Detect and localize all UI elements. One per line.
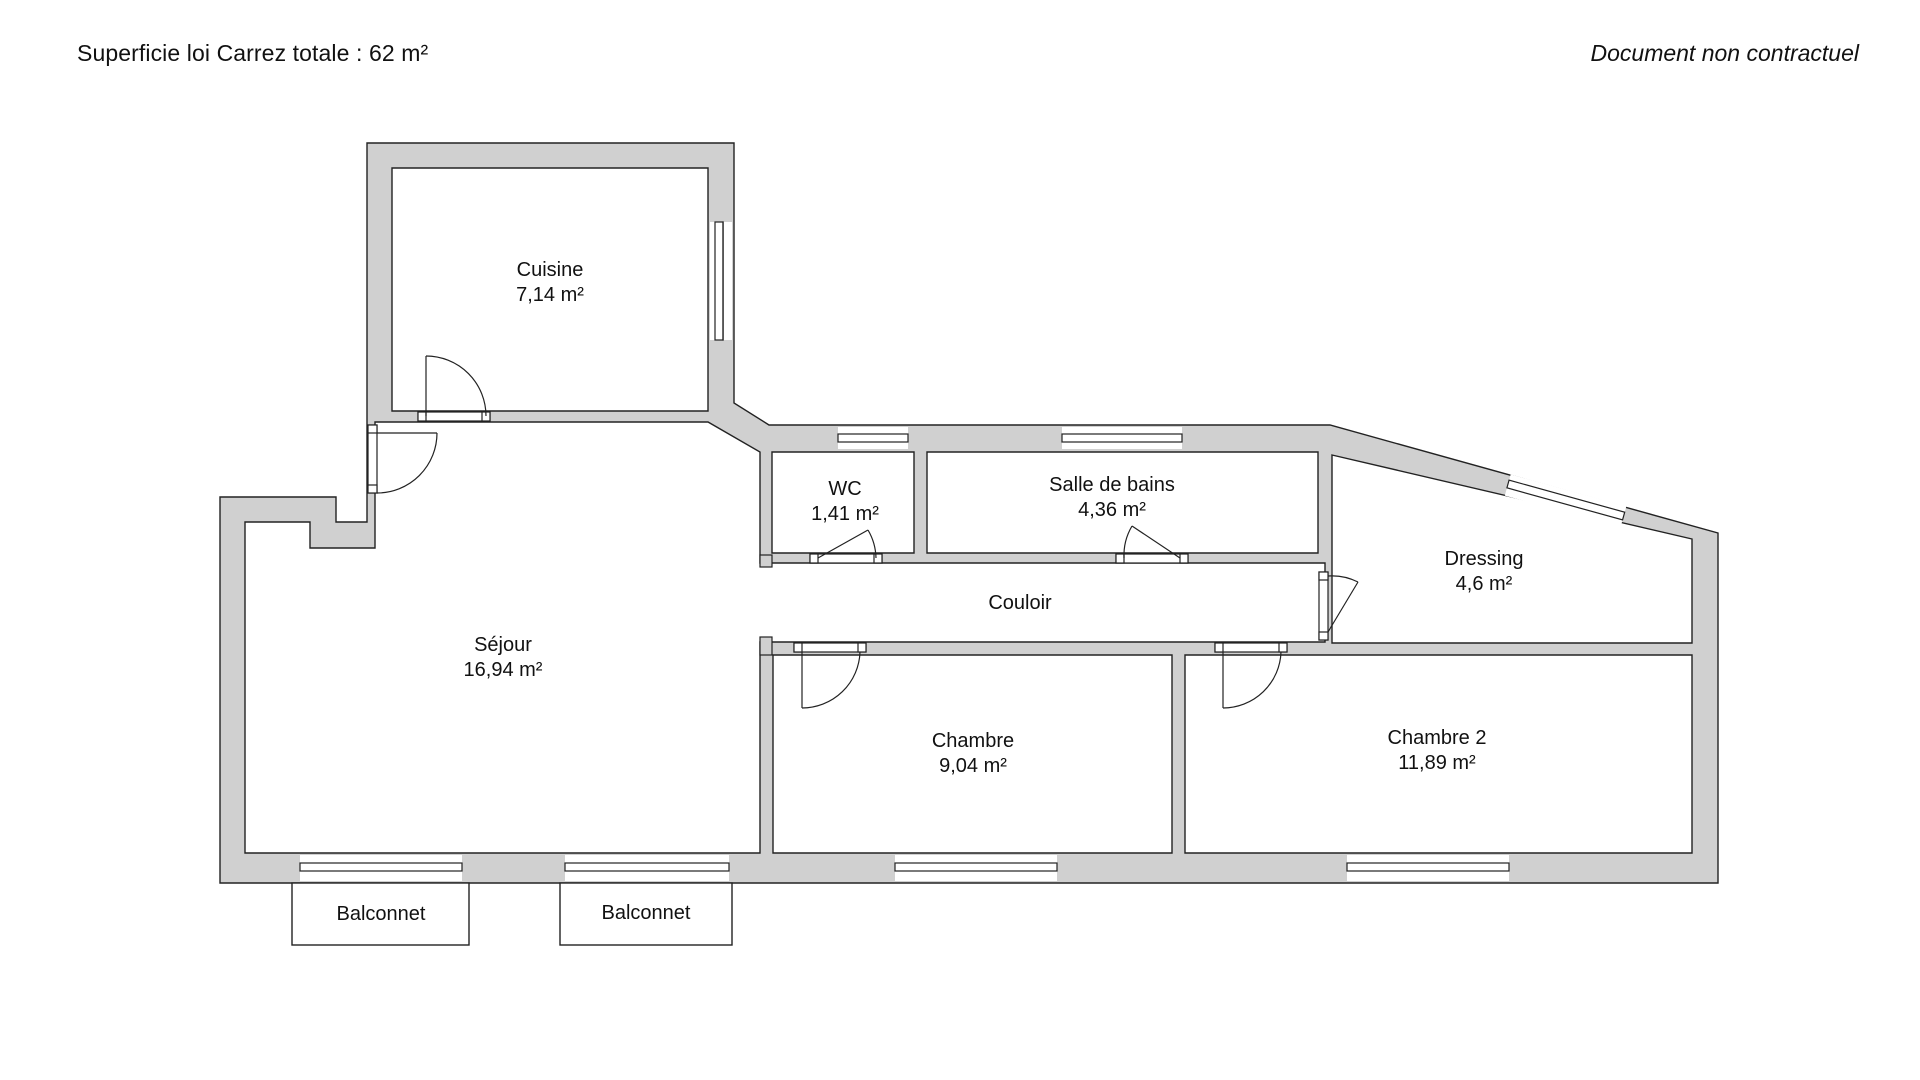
balconnet-label-1: Balconnet xyxy=(337,903,426,925)
doors xyxy=(367,355,1359,709)
room-name-wc: WC xyxy=(828,478,861,500)
room-name-couloir: Couloir xyxy=(988,592,1052,614)
total-area-label: Superficie loi Carrez totale : 62 m² xyxy=(77,40,429,66)
room-name-dressing: Dressing xyxy=(1445,548,1524,570)
balconnet-label-2: Balconnet xyxy=(602,902,691,924)
room-area-salle-de-bains: 4,36 m² xyxy=(1078,499,1146,521)
room-area-sejour: 16,94 m² xyxy=(464,659,543,681)
room-area-chambre: 9,04 m² xyxy=(939,755,1007,777)
room-name-chambre: Chambre xyxy=(932,730,1014,752)
room-name-sejour: Séjour xyxy=(474,634,532,656)
room-name-salle-de-bains: Salle de bains xyxy=(1049,474,1175,496)
room-area-dressing: 4,6 m² xyxy=(1456,573,1513,595)
room-area-cuisine: 7,14 m² xyxy=(516,284,584,306)
room-name-chambre-2: Chambre 2 xyxy=(1388,727,1487,749)
walls xyxy=(219,142,1719,884)
corridor-wall-stubs xyxy=(759,554,773,656)
windows xyxy=(299,221,1627,881)
balconnets xyxy=(291,882,733,946)
room-area-wc: 1,41 m² xyxy=(811,503,879,525)
room-name-cuisine: Cuisine xyxy=(517,259,584,281)
disclaimer-label: Document non contractuel xyxy=(1590,40,1860,66)
room-area-chambre-2: 11,89 m² xyxy=(1398,752,1476,774)
